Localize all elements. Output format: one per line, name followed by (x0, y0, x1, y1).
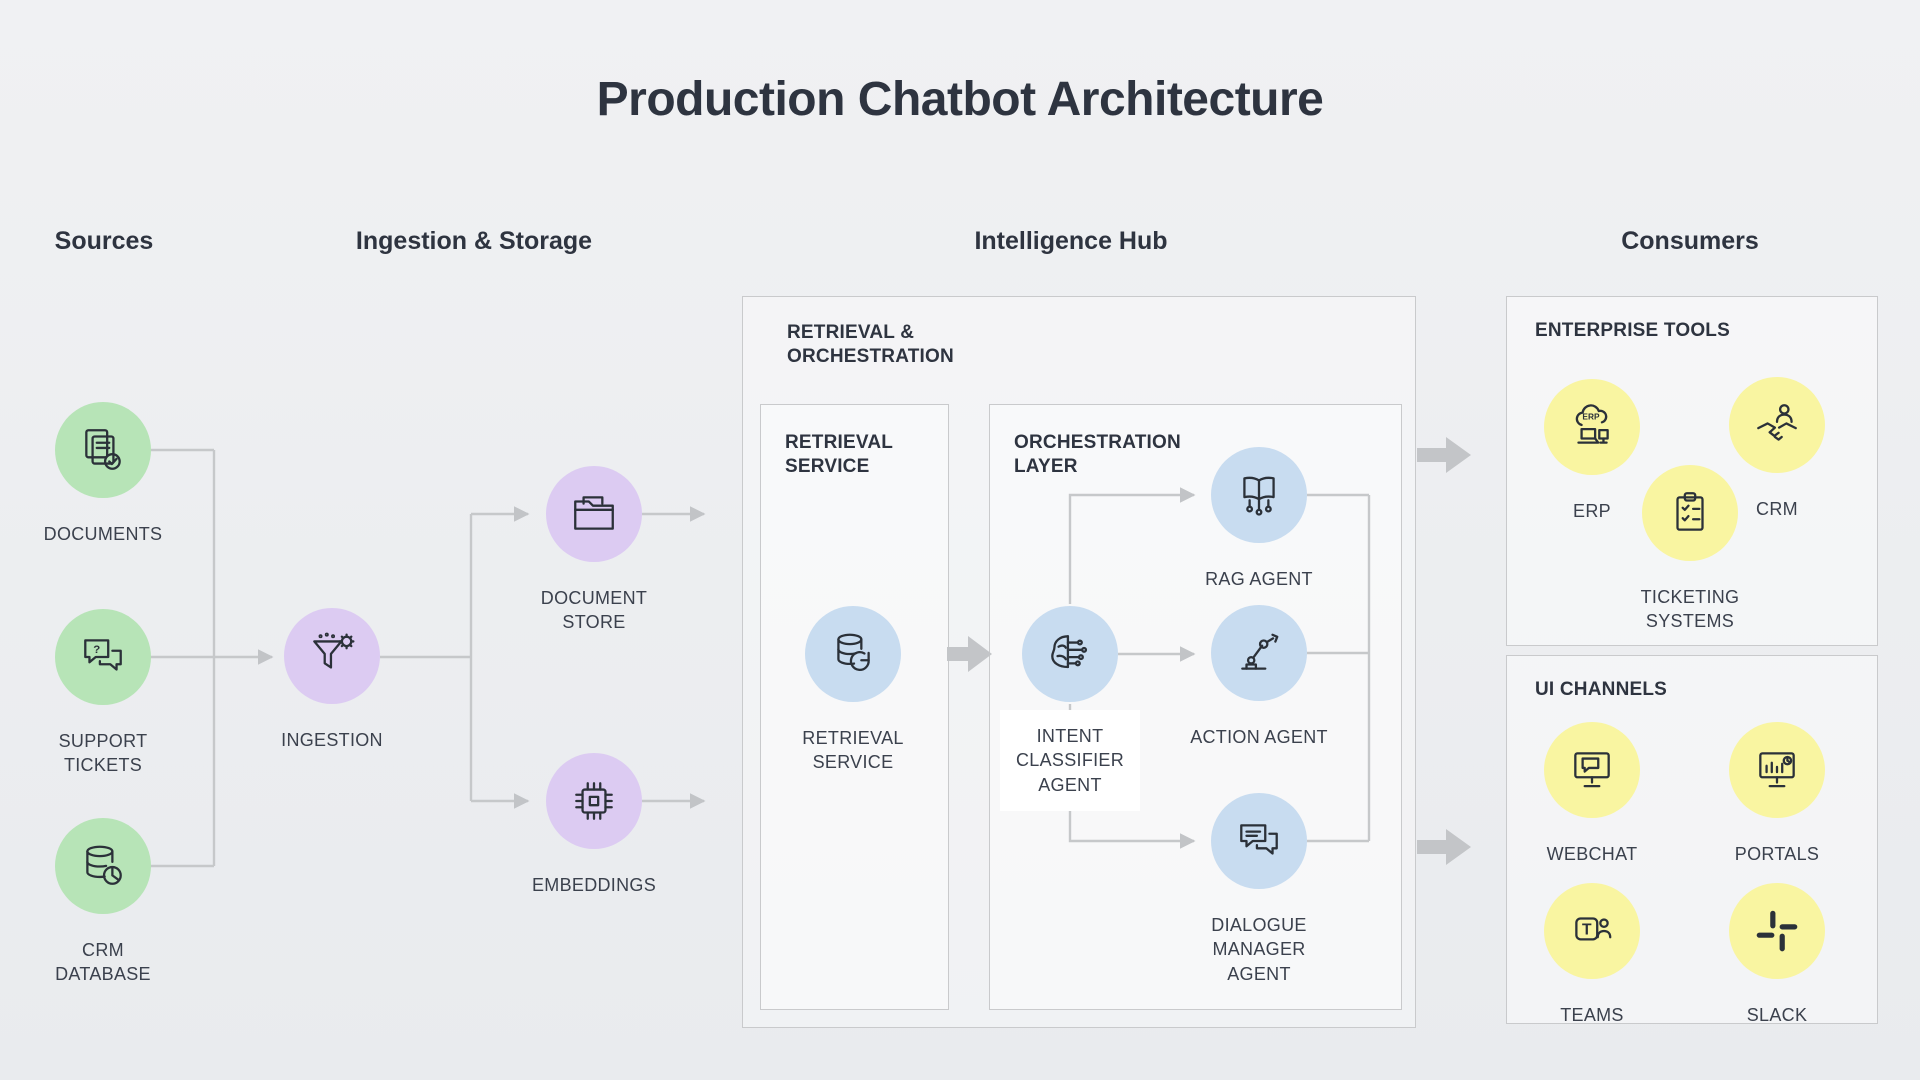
node-webchat: WEBCHAT (1522, 722, 1662, 866)
node-dialogue-manager-agent: DIALOGUE MANAGER AGENT (1189, 793, 1329, 986)
node-circle (284, 608, 380, 704)
node-document-store: DOCUMENT STORE (524, 466, 664, 635)
node-ingestion: INGESTION (262, 608, 402, 752)
node-circle: ERP (1544, 379, 1640, 475)
node-label: INTENT CLASSIFIER AGENT (1000, 710, 1140, 811)
crm-icon (1757, 404, 1797, 441)
node-retrieval-service: RETRIEVAL SERVICE (783, 606, 923, 775)
node-crm: CRM (1707, 377, 1847, 521)
ingestion-icon (313, 632, 355, 669)
node-circle: ? (55, 609, 151, 705)
node-label: ACTION AGENT (1190, 727, 1328, 747)
node-circle (546, 753, 642, 849)
enterprise-tools-label: ENTERPRISE TOOLS (1535, 320, 1730, 341)
node-circle (805, 606, 901, 702)
node-rag-agent: RAG AGENT (1189, 447, 1329, 591)
node-circle (55, 818, 151, 914)
node-label: CRM DATABASE (55, 940, 151, 985)
node-circle (1729, 883, 1825, 979)
node-label: TEAMS (1560, 1005, 1624, 1025)
node-label: WEBCHAT (1546, 844, 1638, 864)
svg-text:?: ? (93, 644, 100, 656)
node-portals: PORTALS (1707, 722, 1847, 866)
column-header-ingestion-storage: Ingestion & Storage (355, 227, 593, 255)
ui-channels-label: UI CHANNELS (1535, 679, 1668, 700)
action-agent-icon (1241, 633, 1279, 670)
node-erp: ERP ERP (1522, 379, 1662, 523)
node-label: CRM (1756, 499, 1798, 519)
node-teams: T TEAMS (1522, 883, 1662, 1027)
ticketing-systems-icon (1676, 492, 1704, 531)
node-support-tickets: ? SUPPORT TICKETS (33, 609, 173, 778)
crm-database-icon (86, 845, 122, 885)
svg-text:T: T (1582, 922, 1592, 939)
node-ticketing-systems: TICKETING SYSTEMS (1620, 465, 1760, 634)
node-label: TICKETING SYSTEMS (1640, 587, 1740, 632)
node-circle (1544, 722, 1640, 818)
orchestration-layer-label: ORCHESTRATION LAYER (1014, 432, 1181, 477)
node-label: SUPPORT TICKETS (58, 731, 148, 776)
node-circle (1729, 377, 1825, 473)
node-label: DIALOGUE MANAGER AGENT (1211, 915, 1307, 984)
teams-icon: T (1575, 917, 1612, 941)
retrieval-service-box-label: RETRIEVAL SERVICE (785, 432, 894, 477)
node-label: EMBEDDINGS (531, 875, 657, 895)
retrieval-service-icon (837, 633, 870, 671)
node-crm-database: CRM DATABASE (33, 818, 173, 987)
node-label: INGESTION (281, 730, 383, 750)
column-header-sources: Sources (54, 227, 154, 255)
svg-text:ERP: ERP (1582, 412, 1600, 422)
node-circle (1211, 793, 1307, 889)
node-circle (55, 402, 151, 498)
node-circle (1022, 606, 1118, 702)
node-documents: DOCUMENTS (33, 402, 173, 546)
support-tickets-icon: ? (84, 639, 122, 671)
node-label: DOCUMENT STORE (540, 588, 648, 633)
embeddings-icon (575, 782, 613, 820)
node-label: ERP (1573, 501, 1611, 521)
documents-icon (85, 429, 121, 470)
intent-classifier-icon (1051, 635, 1088, 669)
column-header-consumers: Consumers (1621, 227, 1759, 255)
node-embeddings: EMBEDDINGS (524, 753, 664, 897)
portals-icon (1759, 752, 1795, 788)
node-circle (1642, 465, 1738, 561)
node-circle (1211, 447, 1307, 543)
erp-icon: ERP (1575, 404, 1609, 444)
node-slack: SLACK (1707, 883, 1847, 1027)
document-store-icon (574, 496, 614, 530)
slack-icon (1756, 910, 1798, 952)
node-action-agent: ACTION AGENT (1189, 605, 1329, 749)
webchat-icon (1574, 752, 1610, 788)
node-intent-classifier-agent: INTENT CLASSIFIER AGENT (1000, 606, 1140, 811)
dialogue-manager-icon (1240, 824, 1278, 855)
node-label: RAG AGENT (1205, 569, 1313, 589)
node-label: RETRIEVAL SERVICE (802, 728, 904, 773)
node-circle (1211, 605, 1307, 701)
retrieval-service-box: RETRIEVAL SERVICE (760, 404, 949, 1010)
page-title: Production Chatbot Architecture (596, 73, 1324, 126)
retrieval-orchestration-label: RETRIEVAL & ORCHESTRATION (787, 322, 954, 367)
node-circle (546, 466, 642, 562)
node-circle (1729, 722, 1825, 818)
node-label: PORTALS (1734, 844, 1820, 864)
node-label: DOCUMENTS (43, 524, 163, 544)
node-label: SLACK (1746, 1005, 1808, 1025)
rag-agent-icon (1243, 476, 1275, 516)
node-circle: T (1544, 883, 1640, 979)
column-header-intelligence-hub: Intelligence Hub (974, 227, 1168, 255)
